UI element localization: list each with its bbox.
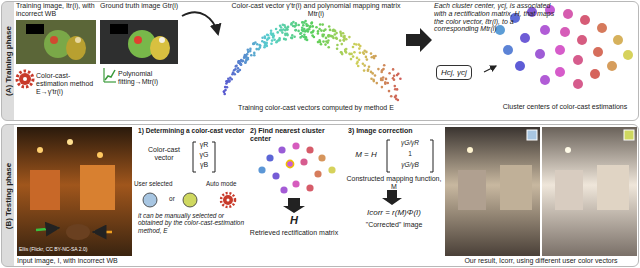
- text-label: Color-cast-estimation method E→γ'tr(i): [36, 72, 102, 95]
- text-label: "Corrected" image: [346, 221, 442, 229]
- text-label: γG/γB: [390, 161, 430, 168]
- text-label: Retrieved rectification matrix: [248, 229, 340, 237]
- text-label: 1) Determining a color-cast vector: [138, 127, 246, 134]
- text-label: Each cluster center, γcj, is associated …: [434, 2, 556, 33]
- text-label: Cluster centers of color-cast estimation…: [494, 103, 636, 111]
- text-label: Our result, Icorr, using different user …: [445, 257, 637, 265]
- text-label: 1: [390, 150, 430, 157]
- matrix-box: Hcj, γcj: [436, 65, 472, 80]
- text-label: User selected: [134, 180, 186, 187]
- text-label: Training image, Itr(i), with incorrect W…: [16, 2, 100, 18]
- text-label: it can be manually selected or obtained …: [138, 212, 248, 234]
- text-label: γR: [196, 141, 212, 149]
- text-label: H: [284, 214, 304, 226]
- text-label: Polynomial fitting→Mtr(i): [118, 70, 188, 86]
- text-label: Color-cast vector γ'tr(i) and polynomial…: [226, 2, 406, 18]
- text-label: Color-cast vector: [140, 146, 188, 162]
- text-label: Ground truth image Gtr(i): [100, 2, 180, 10]
- text-label: Constructed mapping function, M: [346, 175, 442, 191]
- text-label: Training color-cast vectors computed by …: [224, 104, 408, 112]
- text-label: or: [162, 195, 182, 202]
- phase-band: (B) Testing phase: [1, 124, 639, 267]
- phase-title: (A) Training phase: [4, 26, 13, 96]
- text-label: 3) Image correction: [348, 127, 440, 135]
- text-label: 2) Find nearest cluster center: [250, 127, 344, 143]
- text-label: Icorr = r(M)Φ(I): [346, 209, 442, 218]
- box-text: Hcj, γcj: [441, 68, 467, 77]
- phase-title: (B) Testing phase: [4, 162, 13, 229]
- text-label: γG: [196, 151, 212, 159]
- text-label: Auto mode: [206, 180, 246, 187]
- text-label: γB: [196, 161, 212, 169]
- text-label: M = H: [346, 151, 386, 160]
- text-label: Input image, I, with incorrect WB: [17, 257, 137, 265]
- text-label: γG/γR: [390, 139, 430, 146]
- text-label: Ellis (Flickr, CC BY-NC-SA 2.0): [19, 247, 131, 253]
